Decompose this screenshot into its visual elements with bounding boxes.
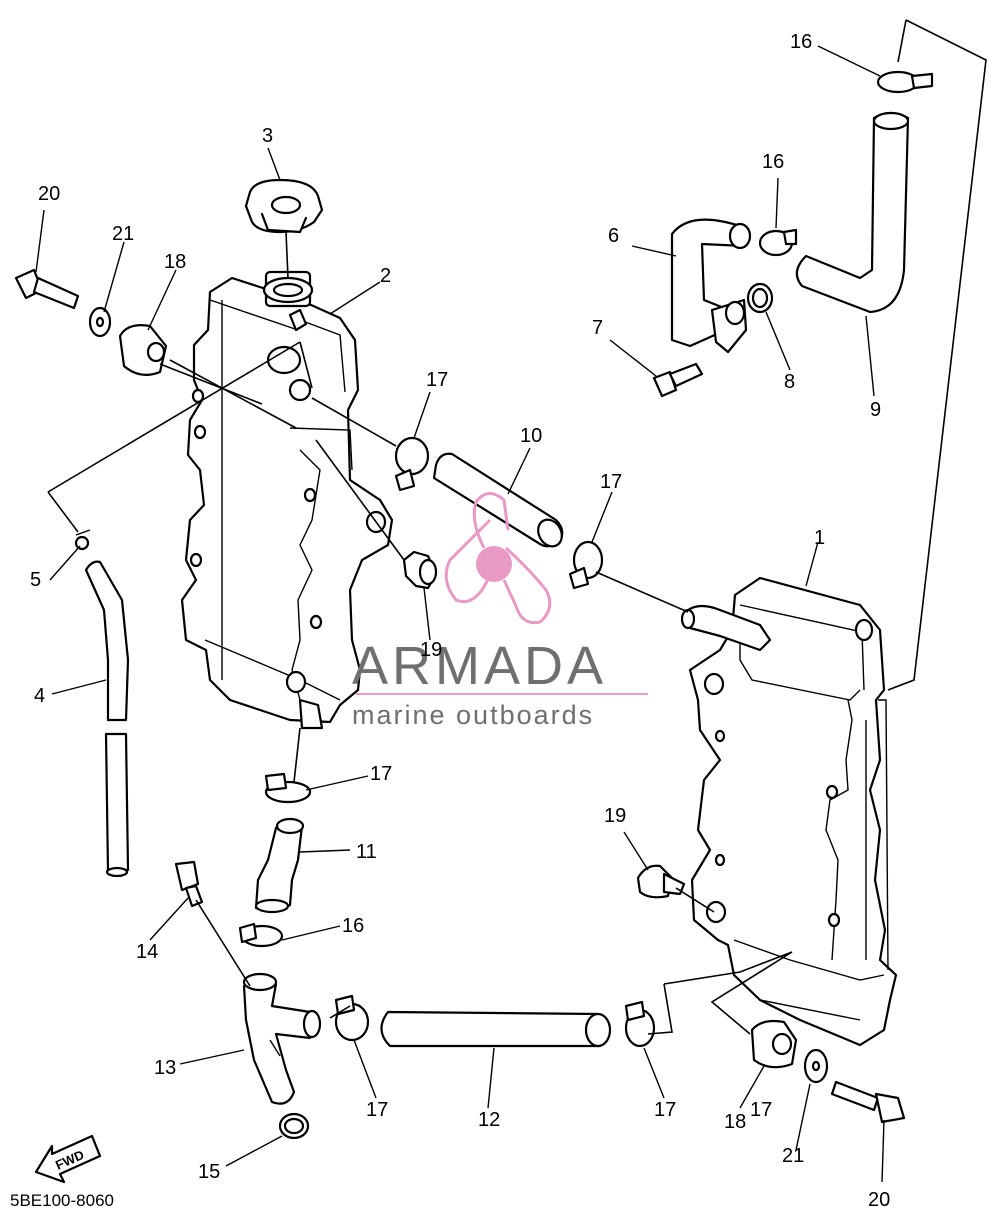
callout-17-a: 17 bbox=[426, 369, 448, 391]
callout-17-d: 17 bbox=[366, 1099, 388, 1121]
hose-lower-bent bbox=[254, 817, 305, 914]
left-radiator bbox=[180, 270, 394, 730]
clamp-17-e bbox=[624, 1000, 656, 1048]
callout-16-top: 16 bbox=[790, 31, 812, 53]
o-ring-8 bbox=[746, 282, 774, 314]
callout-16-low: 16 bbox=[342, 915, 364, 937]
bolt-14 bbox=[174, 860, 204, 908]
washer-21-left bbox=[88, 306, 112, 338]
hose-clip bbox=[74, 529, 91, 551]
callout-11: 11 bbox=[356, 841, 377, 863]
callout-8: 8 bbox=[784, 371, 795, 393]
diagram-code: 5BE100-8060 bbox=[10, 1191, 114, 1210]
washer-21-right bbox=[803, 1048, 829, 1084]
callout-2: 2 bbox=[380, 265, 391, 287]
callout-17-c: 17 bbox=[370, 763, 392, 785]
joint-pipe bbox=[242, 972, 322, 1105]
callout-21-left: 21 bbox=[112, 223, 134, 245]
bolt-7 bbox=[652, 362, 704, 398]
callout-1: 1 bbox=[814, 527, 825, 549]
right-radiator bbox=[680, 576, 898, 1047]
clamp-17-c bbox=[264, 772, 312, 804]
callout-21-right: 21 bbox=[782, 1145, 804, 1167]
callout-4: 4 bbox=[34, 685, 45, 707]
callout-13: 13 bbox=[154, 1057, 176, 1079]
callout-7: 7 bbox=[592, 317, 603, 339]
watermark-brand: ARMADA bbox=[352, 636, 607, 696]
bolt-20-left bbox=[14, 268, 80, 310]
hose-upper-straight bbox=[432, 452, 564, 548]
hose-6 bbox=[670, 218, 752, 354]
callout-5: 5 bbox=[30, 569, 41, 591]
damper-18-left bbox=[118, 324, 168, 377]
overflow-hose bbox=[84, 560, 130, 878]
callout-17-e: 17 bbox=[654, 1099, 676, 1121]
hose-9 bbox=[795, 111, 910, 314]
hose-bottom-straight bbox=[380, 1010, 612, 1048]
damper-18-right bbox=[750, 1019, 798, 1069]
clamp-17-b bbox=[568, 540, 604, 590]
propeller-logo bbox=[444, 492, 552, 625]
callout-16-mid: 16 bbox=[762, 151, 784, 173]
callout-labels: 1 2 3 4 5 6 7 8 9 10 11 12 13 14 15 16 1… bbox=[30, 31, 890, 1211]
callout-20-left: 20 bbox=[38, 183, 60, 205]
callout-17-b: 17 bbox=[600, 471, 622, 493]
bolt-20-right bbox=[830, 1080, 906, 1124]
callout-18-right: 18 bbox=[724, 1111, 746, 1133]
callout-12: 12 bbox=[478, 1109, 500, 1131]
callout-18-left: 18 bbox=[164, 251, 186, 273]
clamp-16-mid bbox=[758, 228, 798, 257]
callout-6: 6 bbox=[608, 225, 619, 247]
radiator-cap bbox=[244, 178, 324, 234]
clamp-16-low bbox=[238, 922, 284, 948]
watermark-tagline: marine outboards bbox=[352, 700, 594, 730]
callout-17-f: 17 bbox=[750, 1099, 772, 1121]
clamp-17-d bbox=[334, 994, 370, 1042]
callout-15: 15 bbox=[198, 1161, 220, 1183]
clamp-17-a bbox=[394, 436, 430, 492]
callout-20-right: 20 bbox=[868, 1189, 890, 1211]
callout-19-left: 19 bbox=[420, 639, 442, 661]
leader-lines bbox=[35, 19, 987, 1183]
callout-10: 10 bbox=[520, 425, 542, 447]
watermark: ARMADA marine outboards bbox=[352, 492, 648, 730]
grommet-19-left bbox=[402, 550, 438, 590]
o-ring-15 bbox=[278, 1112, 310, 1140]
fwd-arrow: FWD bbox=[34, 1134, 102, 1184]
callout-19-right: 19 bbox=[604, 805, 626, 827]
callout-3: 3 bbox=[262, 125, 273, 147]
grommet-19-right bbox=[636, 864, 686, 899]
callout-9: 9 bbox=[870, 399, 881, 421]
clamp-16-top bbox=[876, 70, 934, 94]
callout-14: 14 bbox=[136, 941, 158, 963]
